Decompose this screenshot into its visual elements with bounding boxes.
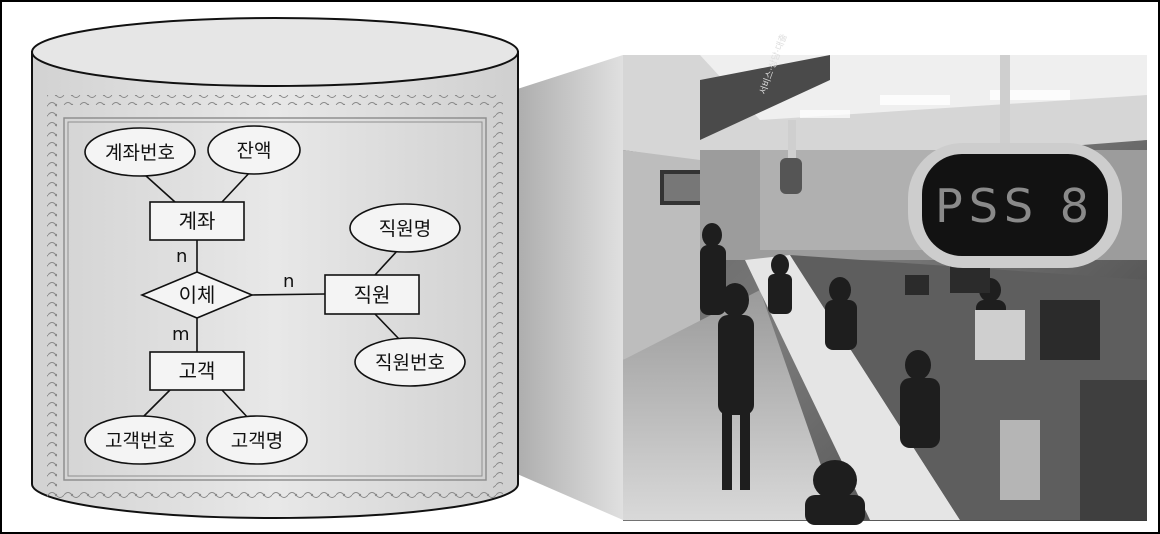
- entity-label: 고객: [179, 359, 216, 383]
- attribute-label: 잔액: [237, 140, 272, 162]
- attribute-label: 계좌번호: [105, 142, 175, 164]
- entity-label: 계좌: [179, 209, 216, 233]
- attribute-account-number: 계좌번호: [84, 127, 196, 177]
- projection-funnel: [508, 55, 623, 520]
- entity-label: 직원: [354, 283, 391, 307]
- entity-employee: 직원: [324, 274, 420, 315]
- cardinality-employee: n: [283, 271, 294, 292]
- attribute-label: 고객번호: [105, 430, 175, 452]
- number-display: PSS 8: [908, 143, 1122, 268]
- attribute-customer-name: 고객명: [206, 415, 308, 465]
- attribute-customer-number: 고객번호: [84, 415, 196, 465]
- attribute-label: 고객명: [231, 430, 283, 452]
- attribute-employee-name: 직원명: [349, 203, 461, 253]
- relationship-transfer: 이체: [139, 271, 255, 319]
- er-connectors: [139, 169, 401, 421]
- attribute-balance: 잔액: [207, 125, 301, 175]
- display-digits: PSS 8: [935, 179, 1095, 233]
- entity-customer: 고객: [149, 351, 245, 391]
- cardinality-customer: m: [172, 324, 190, 345]
- attribute-label: 직원명: [379, 218, 431, 240]
- attribute-label: 직원번호: [375, 352, 445, 374]
- entity-account: 계좌: [149, 201, 245, 241]
- relationship-label: 이체: [179, 283, 216, 307]
- cardinality-account: n: [176, 246, 187, 267]
- attribute-employee-number: 직원번호: [354, 337, 466, 387]
